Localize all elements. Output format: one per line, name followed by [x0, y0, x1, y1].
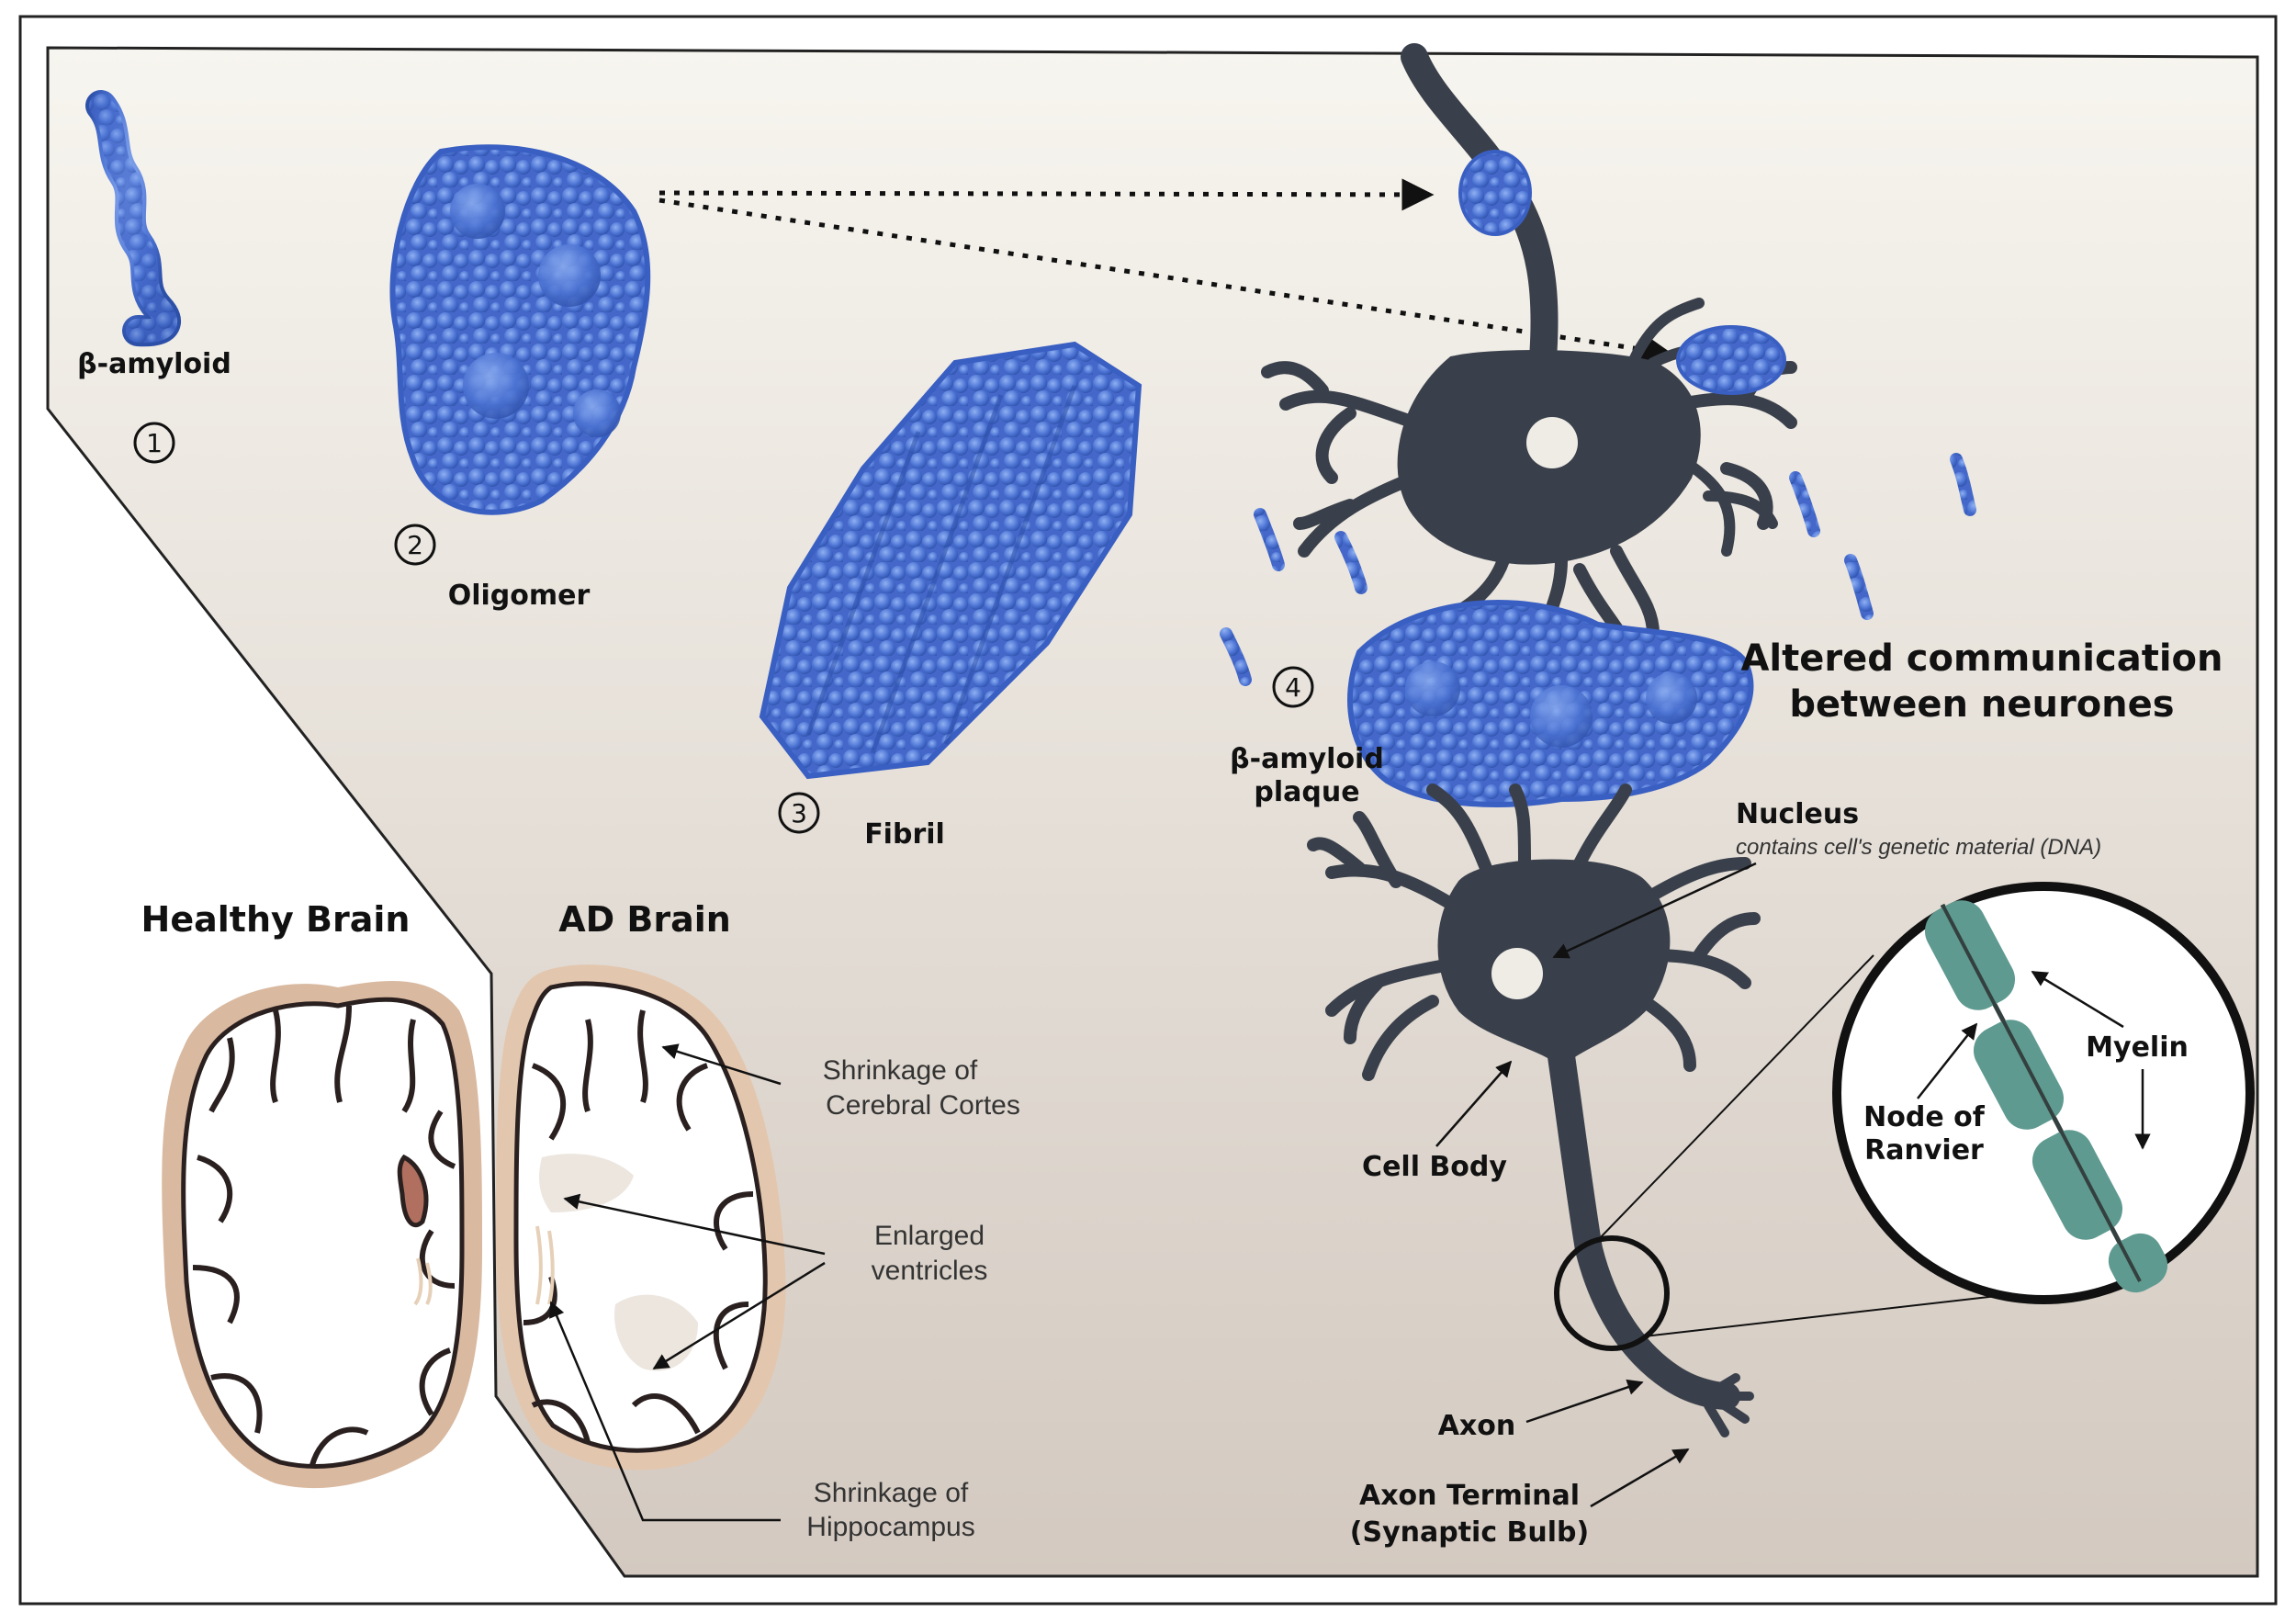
axon-terminal-line1: Axon Terminal [1359, 1480, 1580, 1512]
stage-2-number: 2 [407, 530, 423, 560]
plaque-label-line2: plaque [1254, 776, 1359, 808]
healthy-brain-title: Healthy Brain [141, 899, 411, 940]
nucleus-arrow [1552, 862, 1757, 959]
zoom-line-top [1597, 954, 1874, 1241]
healthy-brain [162, 980, 483, 1489]
hippocampus-annotation-line1: Shrinkage of [814, 1478, 969, 1508]
axon-label: Axon [1438, 1410, 1516, 1442]
stage-1-badge [133, 422, 175, 464]
myelin-label: Myelin [2086, 1031, 2189, 1064]
nucleus-note: contains cell's genetic material (DNA) [1736, 835, 2101, 860]
plaque-cluster-axon [1458, 150, 1532, 236]
dotted-arrow-upper [658, 178, 1435, 211]
axon-terminal-line2: (Synaptic Bulb) [1350, 1516, 1590, 1549]
headline-line1: Altered communication [1740, 637, 2223, 680]
ventricles-annotation-line2: ventricles [872, 1256, 988, 1286]
ventricles-annotation-line1: Enlarged [874, 1221, 985, 1251]
amyloid-fibril [759, 341, 1142, 780]
headline-line2: between neurones [1789, 683, 2174, 726]
amyloid-monomer [85, 90, 181, 347]
cell-body-arrow [1435, 1060, 1513, 1147]
nucleus-label: Nucleus [1736, 798, 1859, 830]
stage-4-number: 4 [1285, 672, 1301, 703]
axon-arrow [1525, 1379, 1644, 1424]
myelin-magnifier [1832, 882, 2255, 1304]
stage-3-number: 3 [791, 798, 807, 828]
cortex-annotation-line1: Shrinkage of [823, 1055, 978, 1086]
amyloid-oligomer [389, 144, 651, 515]
axon-terminal-arrow [1590, 1448, 1690, 1508]
cortex-arrow [661, 1043, 782, 1086]
node-label-line1: Node of [1863, 1101, 1986, 1133]
axon-callout-circle [1554, 1235, 1670, 1351]
stage-3-badge [778, 792, 820, 834]
cortex-annotation-line2: Cerebral Cortes [826, 1090, 1020, 1121]
oligomer-label: Oligomer [448, 580, 591, 612]
ventricles-arrow-lower [652, 1261, 826, 1370]
monomer-label: β-amyloid [77, 348, 231, 380]
hippocampus-annotation-line2: Hippocampus [806, 1512, 974, 1542]
plaque-label-line1: β-amyloid [1230, 743, 1384, 775]
stage-4-badge [1272, 666, 1314, 708]
hippocampus-arrow [549, 1301, 781, 1522]
plaque-cluster-dendrite [1676, 325, 1786, 395]
myelin-arrow-1 [2031, 970, 2124, 1029]
scattered-monomers [1220, 453, 1976, 686]
cell-body-label: Cell Body [1362, 1151, 1507, 1183]
lower-neuron-nucleus [1491, 948, 1543, 999]
node-arrow [1917, 1022, 1978, 1099]
stage-2-badge [394, 524, 436, 566]
upper-neuron-nucleus [1526, 417, 1578, 468]
stage-1-number: 1 [146, 428, 163, 458]
ad-brain-title: AD Brain [558, 899, 731, 940]
node-label-line2: Ranvier [1864, 1134, 1984, 1167]
lower-neuron [1307, 783, 1761, 1437]
myelin-segment-2 [1973, 1020, 2065, 1130]
fibril-label: Fibril [864, 818, 945, 851]
amyloid-plaque [1347, 600, 1754, 807]
ventricles-arrow-upper [563, 1193, 826, 1256]
myelin-segment-3 [2032, 1130, 2123, 1240]
